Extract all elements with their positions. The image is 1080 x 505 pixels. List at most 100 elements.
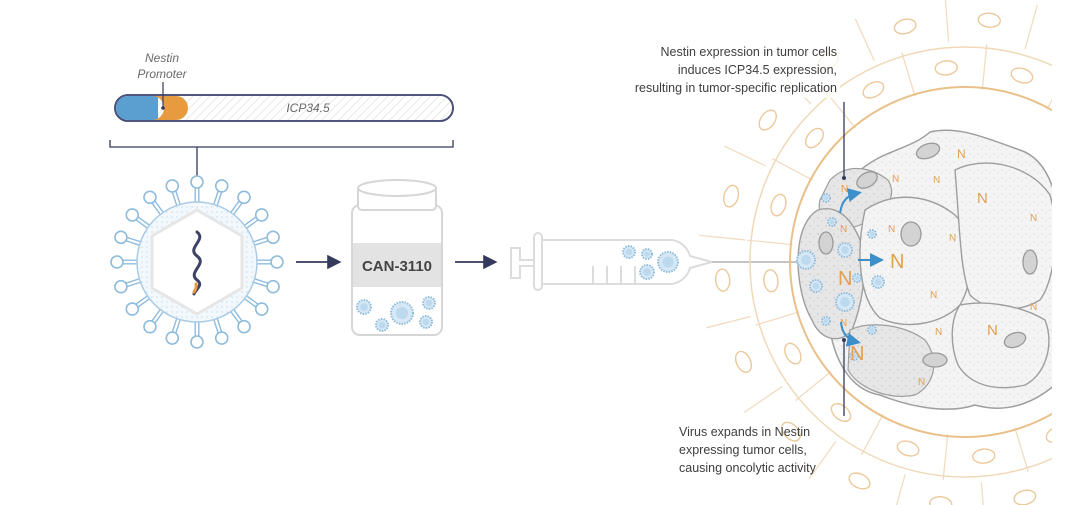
infected-tumor-cell-core [797, 208, 865, 340]
nestin-marker: N [933, 175, 940, 186]
tissue-cell-wall [1056, 463, 1075, 505]
bottom-annotation-line1: Virus expands in Nestin [679, 425, 810, 439]
virus-particle [622, 245, 636, 259]
top-annotation: Nestin expression in tumor cells induces… [600, 42, 840, 98]
virus-particle [809, 279, 823, 293]
virus-spike-head [190, 335, 204, 349]
promoter-label-line1: Nestin [145, 51, 179, 65]
virus-particle [849, 351, 859, 361]
tumor-cell-nuclei [818, 142, 1038, 368]
tissue-cell-wall [942, 434, 949, 480]
virus-spike-head [114, 279, 128, 294]
tissue-cell-wall [901, 52, 916, 97]
viral-dna-promoter-insert [192, 282, 198, 294]
tissue-cell-wall [1014, 427, 1029, 472]
tissue-cell-nucleus [934, 60, 958, 76]
tissue-cell-nucleus [1013, 489, 1037, 505]
can-3110-vial: CAN-3110 [351, 179, 443, 336]
tissue-cell-wall [854, 18, 875, 61]
tumor-virus-particles [796, 193, 885, 361]
nestin-marker: N [977, 190, 988, 207]
infected-tumor-cell-bottom [847, 324, 935, 397]
tissue-cell-nucleus [929, 496, 953, 505]
virus-spike-head [266, 279, 280, 294]
tumor-nucleus [818, 231, 834, 255]
virus-spike-head [143, 190, 157, 205]
syringe-plunger [510, 247, 536, 279]
normal-tissue-cells [699, 0, 1080, 505]
virus-capsid [150, 208, 244, 316]
nestin-marker: N [930, 290, 937, 301]
nestin-marker: N [935, 327, 942, 338]
tissue-cell-nucleus [862, 81, 885, 99]
nestin-marker: N [841, 184, 848, 195]
nestin-promoter-segment [152, 96, 188, 120]
tumor-nucleus [1022, 249, 1038, 275]
nestin-marker: N [890, 251, 904, 273]
virus-spike-head [110, 255, 124, 269]
viral-dna [192, 230, 202, 296]
vial-virus-particles [356, 296, 436, 332]
virus-particle [871, 275, 885, 289]
virus-particle [641, 248, 653, 260]
tissue-cell-wall [747, 239, 793, 246]
virus-particle [821, 316, 831, 326]
virus-particle [356, 299, 372, 315]
nestin-marker: N [987, 322, 998, 339]
virus-particle [422, 296, 436, 310]
tissue-cell-wall [981, 44, 988, 90]
tissue-cell-nucleus [830, 402, 852, 423]
tissue-cell-nucleus [734, 350, 752, 374]
tissue-cell-nucleus [781, 421, 801, 442]
virus-particle [867, 229, 877, 239]
tissue-cell-nucleus [784, 342, 802, 365]
virus-particle [390, 301, 414, 325]
tumor-nucleus [1003, 331, 1027, 349]
virus-spike-head [237, 319, 251, 334]
tissue-cell-nucleus [763, 269, 779, 293]
virus-particle [796, 250, 816, 270]
tissue-cell-nucleus [896, 440, 920, 457]
tissue-cell-wall [699, 234, 746, 241]
promoter-blue-segment [116, 96, 158, 120]
spread-arrow-up [839, 188, 862, 214]
virus-particle [821, 193, 831, 203]
syringe-barrel [541, 239, 716, 285]
tissue-cell-nucleus [972, 448, 996, 464]
top-annotation-line1: Nestin expression in tumor cells [661, 45, 837, 59]
syringe-virus-particles [622, 245, 679, 280]
tumor-nucleus [900, 221, 922, 247]
virus-spike-head [214, 331, 229, 345]
tissue-cell-nucleus [804, 127, 825, 149]
tissue-cell-nucleus [1010, 67, 1034, 84]
nestin-marker: N [888, 224, 895, 235]
vial-label-band [353, 243, 441, 287]
virus-spike-head [143, 319, 157, 334]
virus-spike-head [266, 230, 280, 245]
virus-spike-head [254, 208, 269, 222]
top-annotation-line3: resulting in tumor-specific replication [635, 81, 837, 95]
virus-spike-head [190, 175, 204, 189]
tissue-cell-nucleus [1045, 425, 1052, 443]
construct-bracket [109, 140, 454, 148]
outer-tissue-ring [749, 46, 1052, 478]
tissue-cell-wall [1075, 396, 1080, 432]
tissue-cell-nucleus [758, 109, 778, 131]
nestin-marker: N [918, 377, 925, 388]
tissue-cell-wall [895, 474, 906, 505]
virus-glycoprotein-spikes [110, 175, 284, 349]
virus-particle [419, 315, 433, 329]
virus-particle [867, 325, 877, 335]
tissue-cell-wall [743, 385, 783, 413]
bottom-annotation-line2: expressing tumor cells, [679, 443, 807, 457]
nestin-marker: N [949, 233, 956, 244]
tissue-cell-nucleus [893, 18, 917, 35]
tumor-boundary-ring [789, 86, 1052, 438]
tissue-cell-wall [724, 145, 767, 167]
virus-spike-head [114, 230, 128, 245]
bottom-annotation-line3: causing oncolytic activity [679, 461, 817, 475]
vial-label: CAN-3110 [362, 258, 432, 275]
tissue-cell-wall [795, 371, 832, 402]
